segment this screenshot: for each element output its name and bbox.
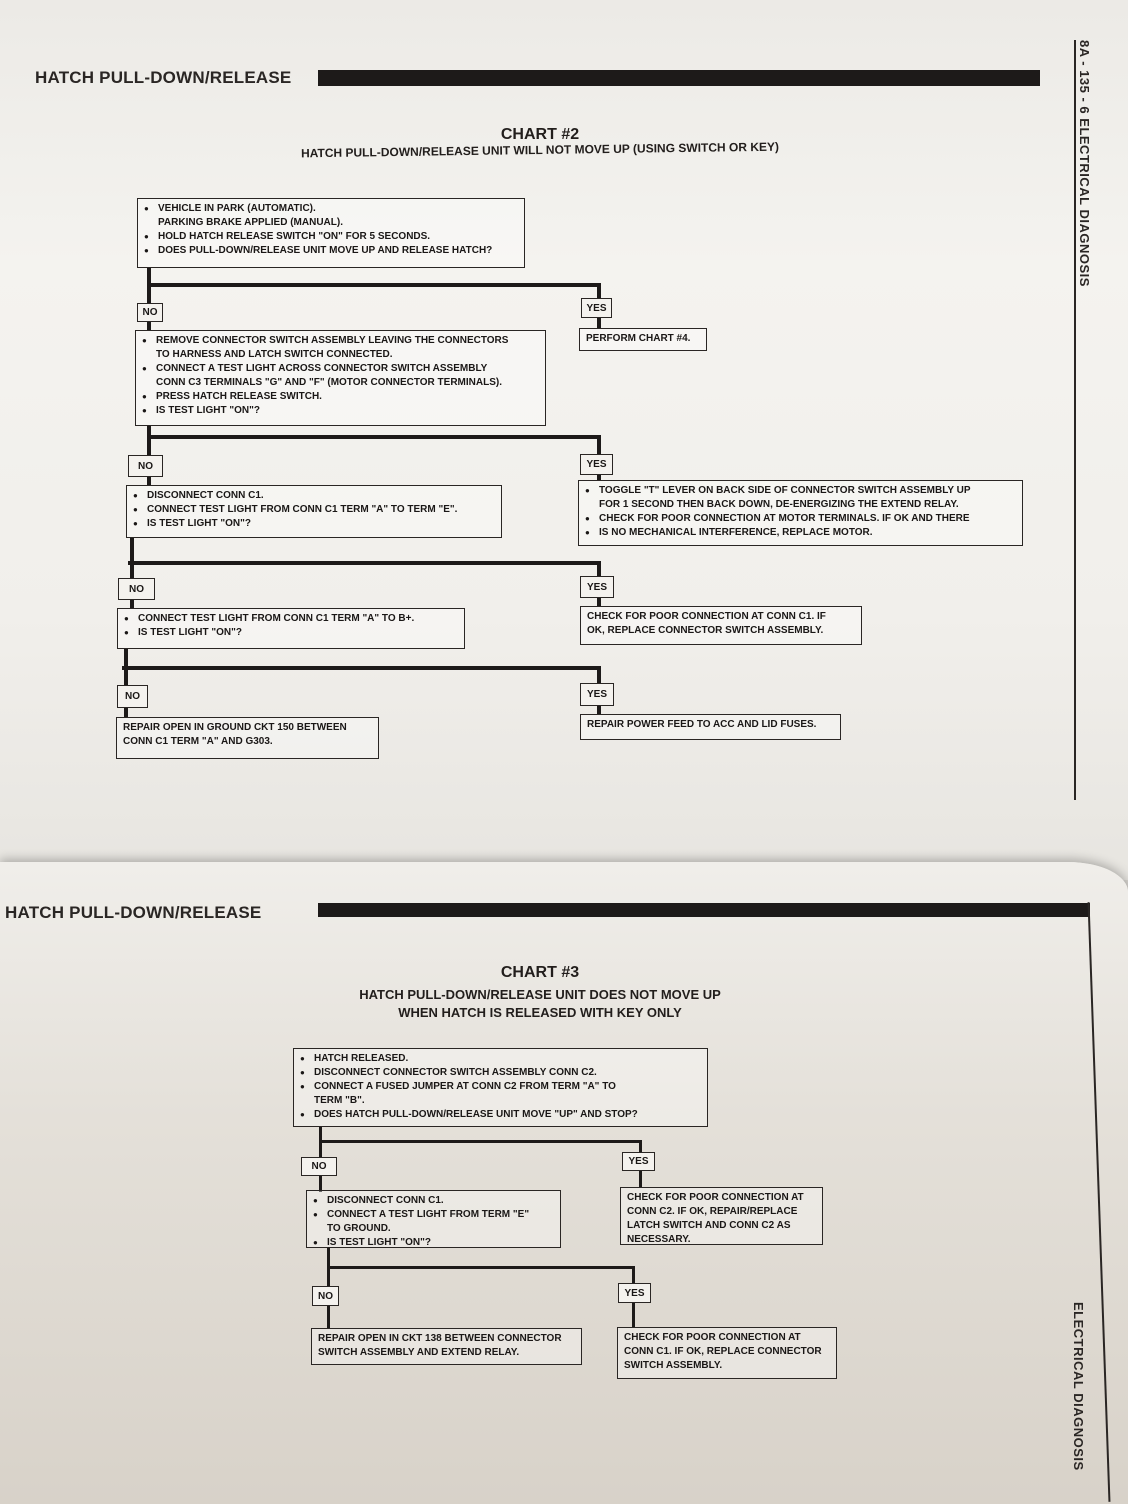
text-line: NECESSARY. [627, 1234, 691, 1245]
no-label: NO [118, 578, 155, 600]
step-box: VEHICLE IN PARK (AUTOMATIC).PARKING BRAK… [137, 198, 525, 268]
step-box: DISCONNECT CONN C1.CONNECT A TEST LIGHT … [306, 1190, 561, 1250]
text-line: REPAIR OPEN IN CKT 138 BETWEEN CONNECTOR [318, 1333, 562, 1344]
text-line: CHECK FOR POOR CONNECTION AT CONN C1. IF [587, 611, 826, 622]
text-line: TERM "B". [314, 1095, 365, 1106]
text-line: FOR 1 SECOND THEN BACK DOWN, DE-ENERGIZI… [599, 499, 959, 510]
text-line: REPAIR OPEN IN GROUND CKT 150 BETWEEN [123, 722, 347, 733]
yes-label: YES [618, 1283, 651, 1303]
page-chart-3: HATCH PULL-DOWN/RELEASE ELECTRICAL DIAGN… [0, 862, 1128, 1504]
bullet-line: DISCONNECT CONN C1. [313, 1194, 554, 1208]
step-box: CONNECT TEST LIGHT FROM CONN C1 TERM "A"… [117, 608, 465, 649]
bullet-line: REMOVE CONNECTOR SWITCH ASSEMBLY LEAVING… [142, 334, 539, 348]
side-label: ELECTRICAL DIAGNOSIS [1071, 1302, 1086, 1471]
bullet-line: IS TEST LIGHT "ON"? [133, 517, 495, 531]
no-label: NO [312, 1286, 339, 1306]
connector-line [327, 1266, 635, 1269]
chart-subtitle-line-2: WHEN HATCH IS RELEASED WITH KEY ONLY [398, 1005, 682, 1020]
text-line: CONN C2. IF OK, REPAIR/REPLACE [627, 1206, 798, 1217]
connector-line [147, 268, 151, 330]
text-line: SWITCH ASSEMBLY AND EXTEND RELAY. [318, 1347, 520, 1358]
text-line: CONN C1. IF OK, REPLACE CONNECTOR [624, 1346, 822, 1357]
bullet-line: CHECK FOR POOR CONNECTION AT MOTOR TERMI… [585, 512, 1016, 526]
text-line: SWITCH ASSEMBLY. [624, 1360, 723, 1371]
text-line: CONN C3 TERMINALS "G" AND "F" (MOTOR CON… [156, 377, 502, 388]
yes-label: YES [580, 454, 613, 475]
text-line: PERFORM CHART #4. [586, 333, 691, 344]
text-line: TO HARNESS AND LATCH SWITCH CONNECTED. [156, 349, 393, 360]
result-box: CHECK FOR POOR CONNECTION AT CONN C2. IF … [620, 1187, 823, 1245]
chart-title: CHART #2 [500, 126, 580, 143]
yes-label: YES [580, 576, 614, 598]
no-label: NO [137, 303, 163, 322]
bullet-line: DISCONNECT CONNECTOR SWITCH ASSEMBLY CON… [300, 1066, 701, 1080]
text-line: CHECK FOR POOR CONNECTION AT [624, 1332, 801, 1343]
step-box: DISCONNECT CONN C1.CONNECT TEST LIGHT FR… [126, 485, 502, 538]
header-rule [318, 903, 1090, 917]
bullet-line: DISCONNECT CONN C1. [133, 489, 495, 503]
no-label: NO [117, 685, 148, 708]
result-box: PERFORM CHART #4. [579, 328, 707, 351]
bullet-line: IS TEST LIGHT "ON"? [313, 1236, 554, 1250]
step-box: REMOVE CONNECTOR SWITCH ASSEMBLY LEAVING… [135, 330, 546, 426]
header-rule [318, 70, 1040, 86]
chart-subtitle-line-1: HATCH PULL-DOWN/RELEASE UNIT DOES NOT MO… [359, 987, 721, 1002]
text-line: OK, REPLACE CONNECTOR SWITCH ASSEMBLY. [587, 625, 824, 636]
connector-line [130, 537, 134, 608]
connector-line [147, 435, 601, 439]
bullet-line: HOLD HATCH RELEASE SWITCH "ON" FOR 5 SEC… [144, 230, 518, 244]
chart-title: CHART #3 [500, 964, 580, 981]
bullet-line: DOES PULL-DOWN/RELEASE UNIT MOVE UP AND … [144, 244, 518, 258]
bullet-line: IS TEST LIGHT "ON"? [124, 626, 458, 640]
connector-line [122, 666, 601, 670]
result-box: REPAIR POWER FEED TO ACC AND LID FUSES. [580, 714, 841, 740]
bullet-line: CONNECT A TEST LIGHT FROM TERM "E" [313, 1208, 554, 1222]
step-box: HATCH RELEASED.DISCONNECT CONNECTOR SWIT… [293, 1048, 708, 1127]
section-header: HATCH PULL-DOWN/RELEASE [35, 68, 292, 87]
bullet-line: HATCH RELEASED. [300, 1052, 701, 1066]
text-line: CONN C1 TERM "A" AND G303. [123, 736, 273, 747]
yes-label: YES [622, 1152, 655, 1171]
connector-line [319, 1140, 642, 1143]
bullet-line: PRESS HATCH RELEASE SWITCH. [142, 390, 539, 404]
result-box: REPAIR OPEN IN CKT 138 BETWEEN CONNECTOR… [311, 1328, 582, 1365]
yes-label: YES [580, 683, 614, 706]
bullet-line: CONNECT A FUSED JUMPER AT CONN C2 FROM T… [300, 1080, 701, 1094]
bullet-line: CONNECT TEST LIGHT FROM CONN C1 TERM "A"… [124, 612, 458, 626]
result-box: CHECK FOR POOR CONNECTION AT CONN C1. IF … [617, 1327, 837, 1379]
connector-line [147, 283, 601, 287]
no-label: NO [301, 1157, 337, 1176]
page-edge [1087, 902, 1111, 1502]
bullet-line: DOES HATCH PULL-DOWN/RELEASE UNIT MOVE "… [300, 1108, 701, 1122]
text-line: TO GROUND. [327, 1223, 391, 1234]
bullet-line: CONNECT TEST LIGHT FROM CONN C1 TERM "A"… [133, 503, 495, 517]
section-header: HATCH PULL-DOWN/RELEASE [5, 903, 262, 922]
result-box: REPAIR OPEN IN GROUND CKT 150 BETWEEN CON… [116, 717, 379, 759]
no-label: NO [128, 455, 163, 477]
text-line: LATCH SWITCH AND CONN C2 AS [627, 1220, 791, 1231]
result-box: CHECK FOR POOR CONNECTION AT CONN C1. IF… [580, 606, 862, 645]
margin-rule [1074, 40, 1076, 800]
page-chart-2: HATCH PULL-DOWN/RELEASE 8A - 135 - 6 ELE… [0, 0, 1128, 880]
connector-line [128, 561, 601, 565]
text-line: REPAIR POWER FEED TO ACC AND LID FUSES. [587, 719, 817, 730]
connector-line [124, 648, 128, 718]
text-line: CHECK FOR POOR CONNECTION AT [627, 1192, 804, 1203]
page-number-side-label: 8A - 135 - 6 ELECTRICAL DIAGNOSIS [1077, 40, 1092, 287]
bullet-line: VEHICLE IN PARK (AUTOMATIC). [144, 202, 518, 216]
bullet-line: TOGGLE "T" LEVER ON BACK SIDE OF CONNECT… [585, 484, 1016, 498]
bullet-line: IS TEST LIGHT "ON"? [142, 404, 539, 418]
text-line: PARKING BRAKE APPLIED (MANUAL). [158, 217, 343, 228]
bullet-line: CONNECT A TEST LIGHT ACROSS CONNECTOR SW… [142, 362, 539, 376]
yes-label: YES [581, 298, 612, 318]
bullet-line: IS NO MECHANICAL INTERFERENCE, REPLACE M… [585, 526, 1016, 540]
result-box: TOGGLE "T" LEVER ON BACK SIDE OF CONNECT… [578, 480, 1023, 546]
